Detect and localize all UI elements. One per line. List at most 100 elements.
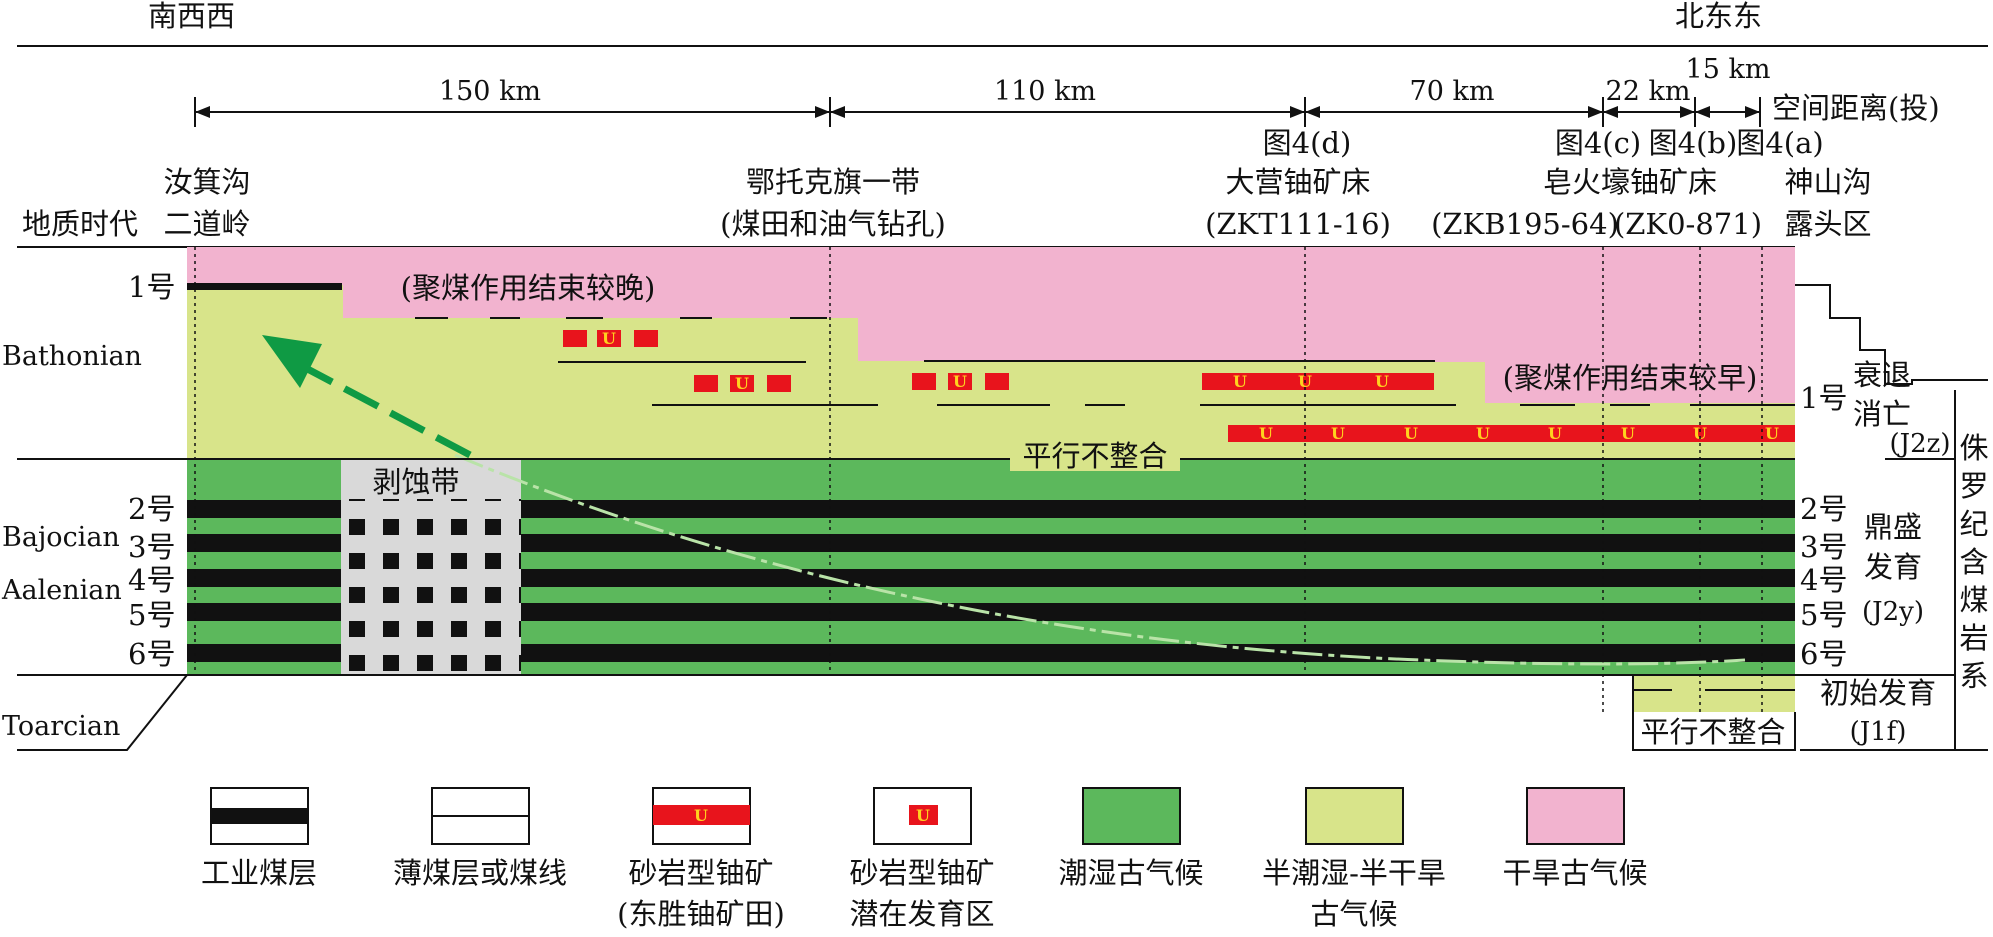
u-mark: U	[694, 806, 708, 825]
toarcian-semi-arid	[1633, 675, 1795, 712]
unconformity-lower-label: 平行不整合	[1640, 715, 1785, 749]
stage-bathonian: Bathonian	[2, 341, 142, 372]
stage-toarcian: Toarcian	[2, 711, 120, 742]
borehole-lines	[194, 247, 1763, 712]
location-rujigou: 汝箕沟	[163, 165, 250, 199]
well-zkb195-64: (ZKB195-64)	[1431, 207, 1619, 241]
potential-u-block	[634, 330, 658, 347]
u-mark: U	[735, 374, 749, 393]
coal-seam-5-right	[521, 603, 1795, 621]
unconformity-upper-label: 平行不整合	[1022, 439, 1167, 473]
system-char: 煤	[1959, 583, 1988, 617]
toarcian-boundary	[17, 674, 188, 751]
seam-5-left: 5号	[128, 598, 175, 632]
u-mark: U	[1693, 424, 1707, 443]
seam-1-left: 1号	[128, 270, 175, 304]
lower-unconformity-outline	[1632, 675, 1796, 751]
coal-seam-6-left	[187, 644, 341, 662]
industrial-coal-seams	[187, 283, 1795, 662]
coal-seam-5-left	[187, 603, 341, 621]
stage-initial: 初始发育	[1820, 676, 1936, 710]
potential-u-block	[767, 375, 791, 392]
system-label-vertical: 侏 罗 纪 含 煤 岩 系	[1959, 431, 1988, 693]
stage-develop: 发育	[1864, 550, 1922, 584]
stage-decline: 衰退	[1853, 358, 1911, 392]
u-mark: U	[602, 329, 616, 348]
legend-item-industrial-coal: 工业煤层	[201, 787, 317, 890]
distance-150: 150 km	[439, 76, 541, 107]
distance-15: 15 km	[1686, 54, 1771, 85]
potential-u-block	[912, 373, 936, 390]
distance-bar	[194, 97, 1761, 127]
potential-u-block	[563, 330, 587, 347]
stage-aalenian: Aalenian	[1, 575, 122, 606]
decline-step-line	[1795, 284, 1988, 385]
legend-label: 砂岩型铀矿	[849, 856, 994, 890]
location-daying: 大营铀矿床	[1225, 165, 1370, 199]
seam-3-left: 3号	[128, 530, 175, 564]
seam-6-left: 6号	[128, 637, 175, 671]
geologic-time-header: 地质时代	[22, 207, 138, 241]
thin-coal-lines	[415, 317, 1795, 691]
coal-seam-4-left	[187, 569, 341, 587]
orientation-left: 南西西	[148, 0, 235, 33]
legend-item-potential-uranium: U 砂岩型铀矿 潜在发育区	[849, 787, 995, 931]
legend-item-arid: 干旱古气候	[1502, 787, 1648, 890]
uranium-marks: U U U U U U U U U U U	[1233, 372, 1779, 443]
seam-4-left: 4号	[128, 563, 175, 597]
distance-110: 110 km	[994, 76, 1096, 107]
legend-item-thin-coal: 薄煤层或煤线	[393, 787, 567, 890]
potential-u-block	[730, 375, 754, 392]
system-char: 系	[1959, 659, 1988, 693]
coal-trend-line	[454, 453, 1746, 666]
u-mark: U	[1259, 424, 1273, 443]
potential-u-block	[694, 375, 718, 392]
u-mark: U	[1548, 424, 1562, 443]
u-mark: U	[916, 806, 930, 825]
coal-seam-3-left	[187, 534, 341, 552]
erosion-label-bg	[341, 459, 521, 499]
potential-uranium-marks: U U U	[602, 329, 967, 393]
potential-uranium-areas	[563, 330, 1009, 392]
u-mark: U	[1621, 424, 1635, 443]
seam-5-right: 5号	[1800, 598, 1847, 632]
seam-1-right: 1号	[1800, 381, 1847, 415]
coal-seam-2-right	[521, 500, 1795, 518]
location-shenshangou: 神山沟	[1784, 165, 1871, 199]
seam-2-left: 2号	[128, 492, 175, 526]
system-char: 罗	[1959, 469, 1988, 503]
legend-label-2: 潜在发育区	[849, 897, 994, 931]
location-ordos-note: (煤田和油气钻孔)	[720, 207, 946, 241]
legend-label: 砂岩型铀矿	[628, 856, 773, 890]
well-zk0-871: (ZK0-871)	[1614, 207, 1762, 241]
potential-u-block	[948, 373, 972, 390]
u-mark: U	[1233, 372, 1247, 391]
location-erdaoling: 二道岭	[163, 207, 250, 241]
legend-label: 潮湿古气候	[1058, 856, 1203, 890]
legend-label: 干旱古气候	[1502, 856, 1647, 890]
formation-j2y: (J2y)	[1862, 597, 1924, 627]
formation-j1f: (J1f)	[1850, 717, 1907, 747]
stage-peak: 鼎盛	[1864, 510, 1922, 544]
distance-22: 22 km	[1606, 76, 1691, 107]
system-char: 侏	[1959, 431, 1988, 465]
migration-arrow-shaft	[298, 361, 472, 459]
legend-item-humid: 潮湿古气候	[1058, 787, 1204, 890]
fig-4b-label: 图4(b)	[1649, 126, 1738, 160]
legend-label-2: (东胜铀矿田)	[617, 897, 785, 931]
u-mark: U	[1375, 372, 1389, 391]
coal-seam-4-right	[521, 569, 1795, 587]
sandstone-uranium-bodies	[1202, 373, 1795, 442]
location-ordos: 鄂托克旗一带	[746, 165, 920, 199]
seam-6-right: 6号	[1800, 637, 1847, 671]
u-mark: U	[1404, 424, 1418, 443]
seam-3-right: 3号	[1800, 530, 1847, 564]
uranium-body-daying	[1202, 373, 1434, 390]
annotation-late-end: (聚煤作用结束较晚)	[401, 271, 656, 305]
u-mark: U	[1765, 424, 1779, 443]
legend-label: 薄煤层或煤线	[393, 856, 567, 890]
fig-4a-label: 图4(a)	[1736, 126, 1823, 160]
system-char: 纪	[1959, 507, 1988, 541]
system-char: 含	[1959, 545, 1988, 579]
